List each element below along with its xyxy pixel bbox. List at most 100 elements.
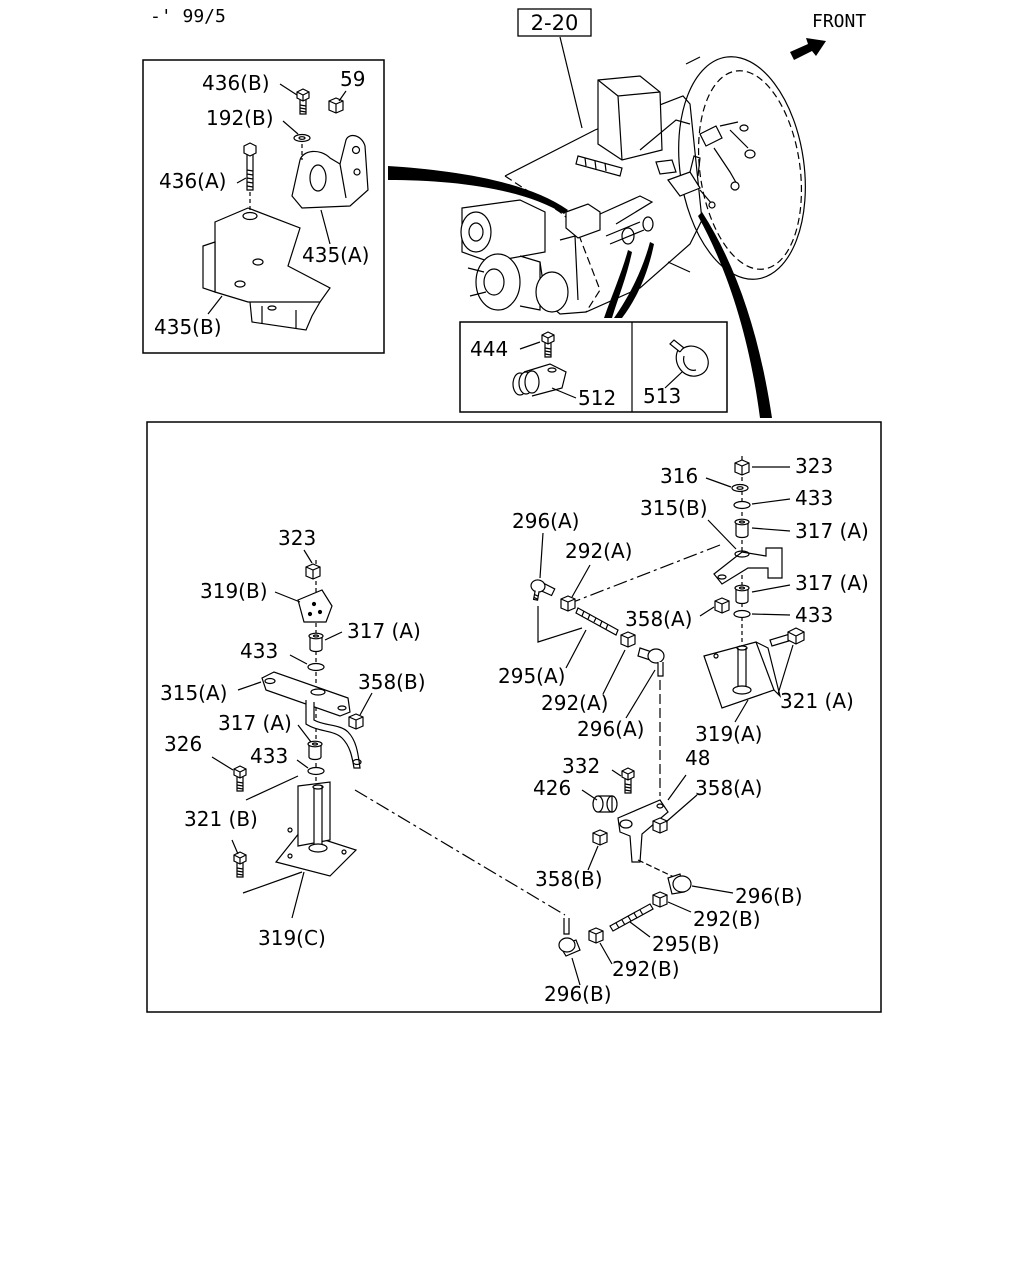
ring-433 [307,766,325,776]
inset-frame [142,59,385,354]
callout-358a: 358(A) [625,607,692,631]
bushing-426 [592,795,618,813]
callout-323: 323 [278,526,316,550]
bushing-317a [734,584,750,605]
bushing-317a [734,518,750,539]
bushing-317a [308,632,324,653]
inset-mount-bracket-labels: 436(B) 59 192(B) 436(A) 435(A) 435(B) [154,67,369,339]
bolt-332 [621,767,635,794]
inset-clip [459,321,728,413]
pivot-base-319a [703,641,782,709]
reference-number: 2-20 [531,11,579,35]
callout-358a: 358(A) [695,776,762,800]
header: -' 99/5 2-20 FRONT [150,6,866,60]
shift-bracket [565,203,601,239]
clip-512 [512,363,567,397]
callout-292a: 292(A) [541,691,608,715]
nut-292b [652,891,668,908]
bolt-321b [233,851,247,878]
callout-295b: 295(B) [652,932,720,956]
callout-433: 433 [795,486,833,510]
callout-323: 323 [795,454,833,478]
callout-296b: 296(B) [544,982,612,1006]
linkage-exploded-view [146,421,882,1013]
ring-433 [733,500,751,510]
ball-joint-296b [558,918,581,957]
linkage-callouts: 316 323 433 315(B) 317 (A) 296(A) 292(A)… [160,454,869,1006]
callout-321a: 321 (A) [780,689,854,713]
front-label: FRONT [812,11,866,32]
callout-48: 48 [685,746,710,770]
nut-292a [560,595,576,612]
bell-housing [678,56,806,280]
inset-clip-labels: 444 512 513 [470,337,681,410]
ring-433 [307,662,325,672]
bolt-436a [243,142,257,191]
callout-292a: 292(A) [565,539,632,563]
nut-292b [588,927,604,944]
bracket-435b [214,207,331,303]
callout-292b: 292(B) [612,957,680,981]
callout-436a: 436(A) [159,169,226,193]
top-cover [597,75,663,161]
plate-319b [297,589,333,623]
callout-444: 444 [470,337,508,361]
inset-mount-bracket [142,59,385,354]
bushing-317a [307,740,323,761]
transmission-assembly [460,36,806,315]
callout-433: 433 [240,639,278,663]
callout-435b: 435(B) [154,315,222,339]
callout-192b: 192(B) [206,106,274,130]
callout-317a: 317 (A) [218,711,292,735]
callout-315a: 315(A) [160,681,227,705]
ball-joint-296a [528,578,557,604]
callout-316: 316 [660,464,698,488]
callout-513: 513 [643,384,681,408]
ball-joint-296b [667,873,692,895]
callout-332: 332 [562,754,600,778]
callout-319c: 319(C) [258,926,326,950]
callout-296a: 296(A) [577,717,644,741]
callout-292b: 292(B) [693,907,761,931]
lever-315a [261,671,362,769]
nut-358b [348,713,364,730]
nut-323 [305,563,321,580]
callout-321b: 321 (B) [184,807,258,831]
washer-192b [293,133,311,143]
rod-295b [609,903,654,932]
connector-curves [388,166,772,418]
callout-317a: 317 (A) [347,619,421,643]
lever-48 [617,799,669,863]
ball-joint-296a [637,647,665,677]
reference-box [517,8,592,37]
callout-436b: 436(B) [202,71,270,95]
clamp-513 [669,339,709,377]
callout-296a: 296(A) [512,509,579,533]
pivot-base-319c [274,781,358,877]
washer-316 [731,483,749,493]
callout-435a: 435(A) [302,243,369,267]
callout-433: 433 [250,744,288,768]
callout-326: 326 [164,732,202,756]
bracket-435a [291,134,369,209]
output-flange [475,253,521,311]
inset-clip-frame [459,321,728,413]
rod-295a [575,607,619,636]
callout-295a: 295(A) [498,664,565,688]
nut-323 [734,459,750,476]
callout-296b: 296(B) [735,884,803,908]
callout-358b: 358(B) [535,867,603,891]
callout-433: 433 [795,603,833,627]
nut-358b [592,829,608,846]
callout-426: 426 [533,776,571,800]
date-code: -' 99/5 [150,6,226,27]
bolt-436b [296,88,310,115]
callout-319b: 319(B) [200,579,268,603]
bolt-444 [541,331,555,358]
ring-433 [733,609,751,619]
callout-358b: 358(B) [358,670,426,694]
nut-292a [620,631,636,648]
callout-512: 512 [578,386,616,410]
main-frame [146,421,882,1013]
